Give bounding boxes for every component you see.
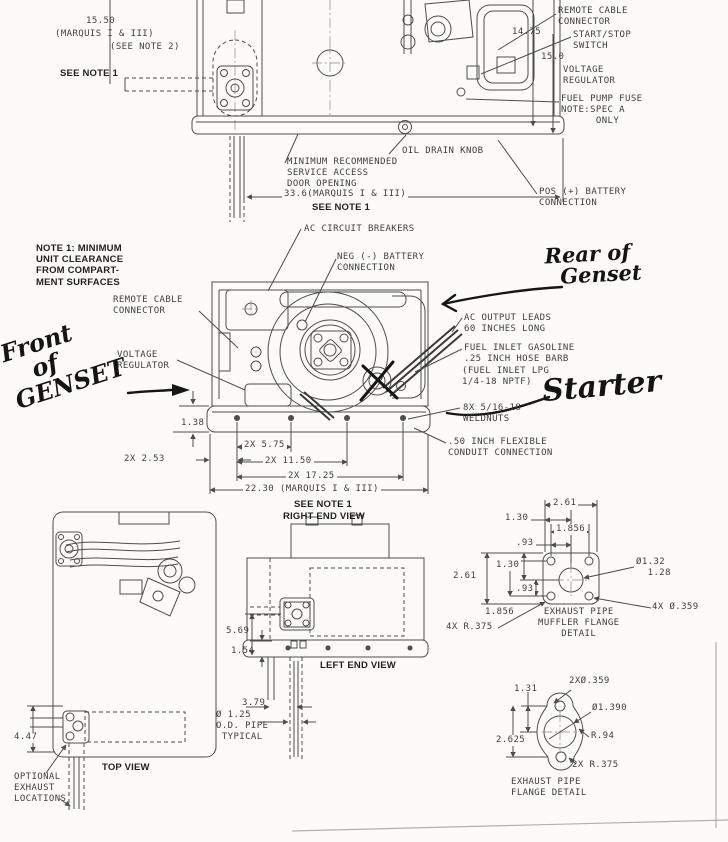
dim-muffler-bore: Ø1.32 1.28 xyxy=(636,557,671,578)
dim-exhaust-bore: Ø1.390 xyxy=(592,703,627,713)
dim-2x-5-75: 2X 5.75 xyxy=(242,440,287,451)
label-fuel-inlet-gasoline: FUEL INLET GASOLINE .25 INCH HOSE BARB xyxy=(464,343,575,364)
label-pos-battery-connection: POS (+) BATTERY CONNECTION xyxy=(539,187,627,208)
view-title-top: TOP VIEW xyxy=(102,762,150,773)
dim-muffler-corner-radius: 4X R.375 xyxy=(446,622,493,632)
dim-muffler-v-093: .93 xyxy=(514,584,536,595)
label-remote-cable-connector-plan: REMOTE CABLE CONNECTOR xyxy=(558,6,628,27)
detail-title-exhaust-flange: EXHAUST PIPE FLANGE DETAIL xyxy=(511,777,587,798)
muffler-flange-detail-linework xyxy=(481,500,652,629)
dim-1-38: 1.38 xyxy=(179,418,207,429)
label-voltage-regulator-rev: VOLTAGE REGULATOR xyxy=(117,350,170,371)
left-end-view-linework xyxy=(242,514,429,762)
label-start-stop-switch: START/STOP SWITCH xyxy=(573,30,632,51)
dim-muffler-1-856: 1.856 xyxy=(554,524,588,535)
see-note-1-rev: SEE NOTE 1 xyxy=(294,499,352,510)
label-ac-circuit-breakers: AC CIRCUIT BREAKERS xyxy=(304,224,415,234)
dim-muffler-v-1-30: 1.30 xyxy=(494,560,522,571)
dim-muffler-bolt-holes: 4X Ø.359 xyxy=(652,602,699,612)
label-conduit-connection: .50 INCH FLEXIBLE CONDUIT CONNECTION xyxy=(448,437,553,458)
scan-artifacts xyxy=(291,642,728,832)
dim-2x-17-25: 2X 17.25 xyxy=(286,471,337,482)
dim-muffler-v-1-856: 1.856 xyxy=(485,607,515,617)
label-ac-output-leads: AC OUTPUT LEADS 60 INCHES LONG xyxy=(464,313,552,334)
dim-muffler-height-2-61: 2.61 xyxy=(453,571,477,581)
dim-33-6: 33.6(MARQUIS I & III) xyxy=(282,189,409,200)
label-voltage-regulator-plan: VOLTAGE REGULATOR xyxy=(563,65,616,86)
dim-exhaust-r94: R.94 xyxy=(591,731,615,741)
see-note-2: (SEE NOTE 2) xyxy=(110,42,180,52)
dim-exhaust-bolt-holes: 2XØ.359 xyxy=(569,676,610,686)
dim-muffler-width-2-61: 2.61 xyxy=(551,498,579,509)
dim-15-50: 15.50 xyxy=(86,16,116,26)
see-note-1-plan: SEE NOTE 1 xyxy=(312,202,370,213)
dim-2x-11-50: 2X 11.50 xyxy=(263,456,314,467)
dim-5-69: 5.69 xyxy=(226,626,250,636)
dim-muffler-093: .93 xyxy=(516,538,534,548)
handwritten-strokes xyxy=(126,285,564,417)
label-weldnuts: 8X 5/16-18 WELDNUTS xyxy=(463,403,522,424)
handwritten-rear-of-genset: Rear of Genset xyxy=(543,239,643,290)
label-oil-drain-knob: OIL DRAIN KNOB xyxy=(402,146,484,156)
note-1-block: NOTE 1: MINIMUM UNIT CLEARANCE FROM COMP… xyxy=(36,243,124,288)
dim-1-54: 1.54 xyxy=(231,646,255,656)
dim-exhaust-r375: 2X R.375 xyxy=(572,760,619,770)
dim-muffler-1-30: 1.30 xyxy=(505,513,529,523)
label-neg-battery-connection: NEG (-) BATTERY CONNECTION xyxy=(337,252,425,273)
label-fuel-inlet-lpg: (FUEL INLET LPG 1/4-18 NPTF) xyxy=(462,366,550,387)
dim-22-30: 22.30 (MARQUIS I & III) xyxy=(243,484,381,495)
plan-view-linework xyxy=(109,0,572,222)
clipped-top-label: FUSE xyxy=(571,0,594,4)
label-optional-exhaust-locations: OPTIONAL EXHAUST LOCATIONS xyxy=(14,772,67,804)
dim-15-0: 15.0 xyxy=(541,52,565,62)
view-title-right-end: RIGHT END VIEW xyxy=(283,511,365,522)
dim-exhaust-1-31: 1.31 xyxy=(514,684,538,694)
label-service-access-opening: MINIMUM RECOMMENDED SERVICE ACCESS DOOR … xyxy=(287,157,398,189)
dim-15-50-marquis-note: (MARQUIS I & III) xyxy=(55,29,154,39)
see-note-1-left: SEE NOTE 1 xyxy=(60,68,118,79)
top-view-linework xyxy=(27,511,217,812)
detail-title-muffler-flange: EXHAUST PIPE MUFFLER FLANGE DETAIL xyxy=(538,607,620,639)
view-title-left-end: LEFT END VIEW xyxy=(320,660,396,671)
label-fuel-pump-fuse: FUEL PUMP FUSE NOTE:SPEC A ONLY xyxy=(561,94,643,126)
dim-2x-2-53: 2X 2.53 xyxy=(124,454,165,464)
dim-4-47: 4.47 xyxy=(12,732,40,743)
exhaust-flange-detail-linework xyxy=(506,689,592,771)
dim-exhaust-2-625: 2.625 xyxy=(494,735,528,746)
label-remote-cable-connector-rev: REMOTE CABLE CONNECTOR xyxy=(113,295,183,316)
label-od-pipe-typical: Ø 1.25 O.D. PIPE TYPICAL xyxy=(216,710,269,742)
dim-3-79: 3.79 xyxy=(242,698,266,708)
dim-14-75: 14.75 xyxy=(512,27,542,37)
